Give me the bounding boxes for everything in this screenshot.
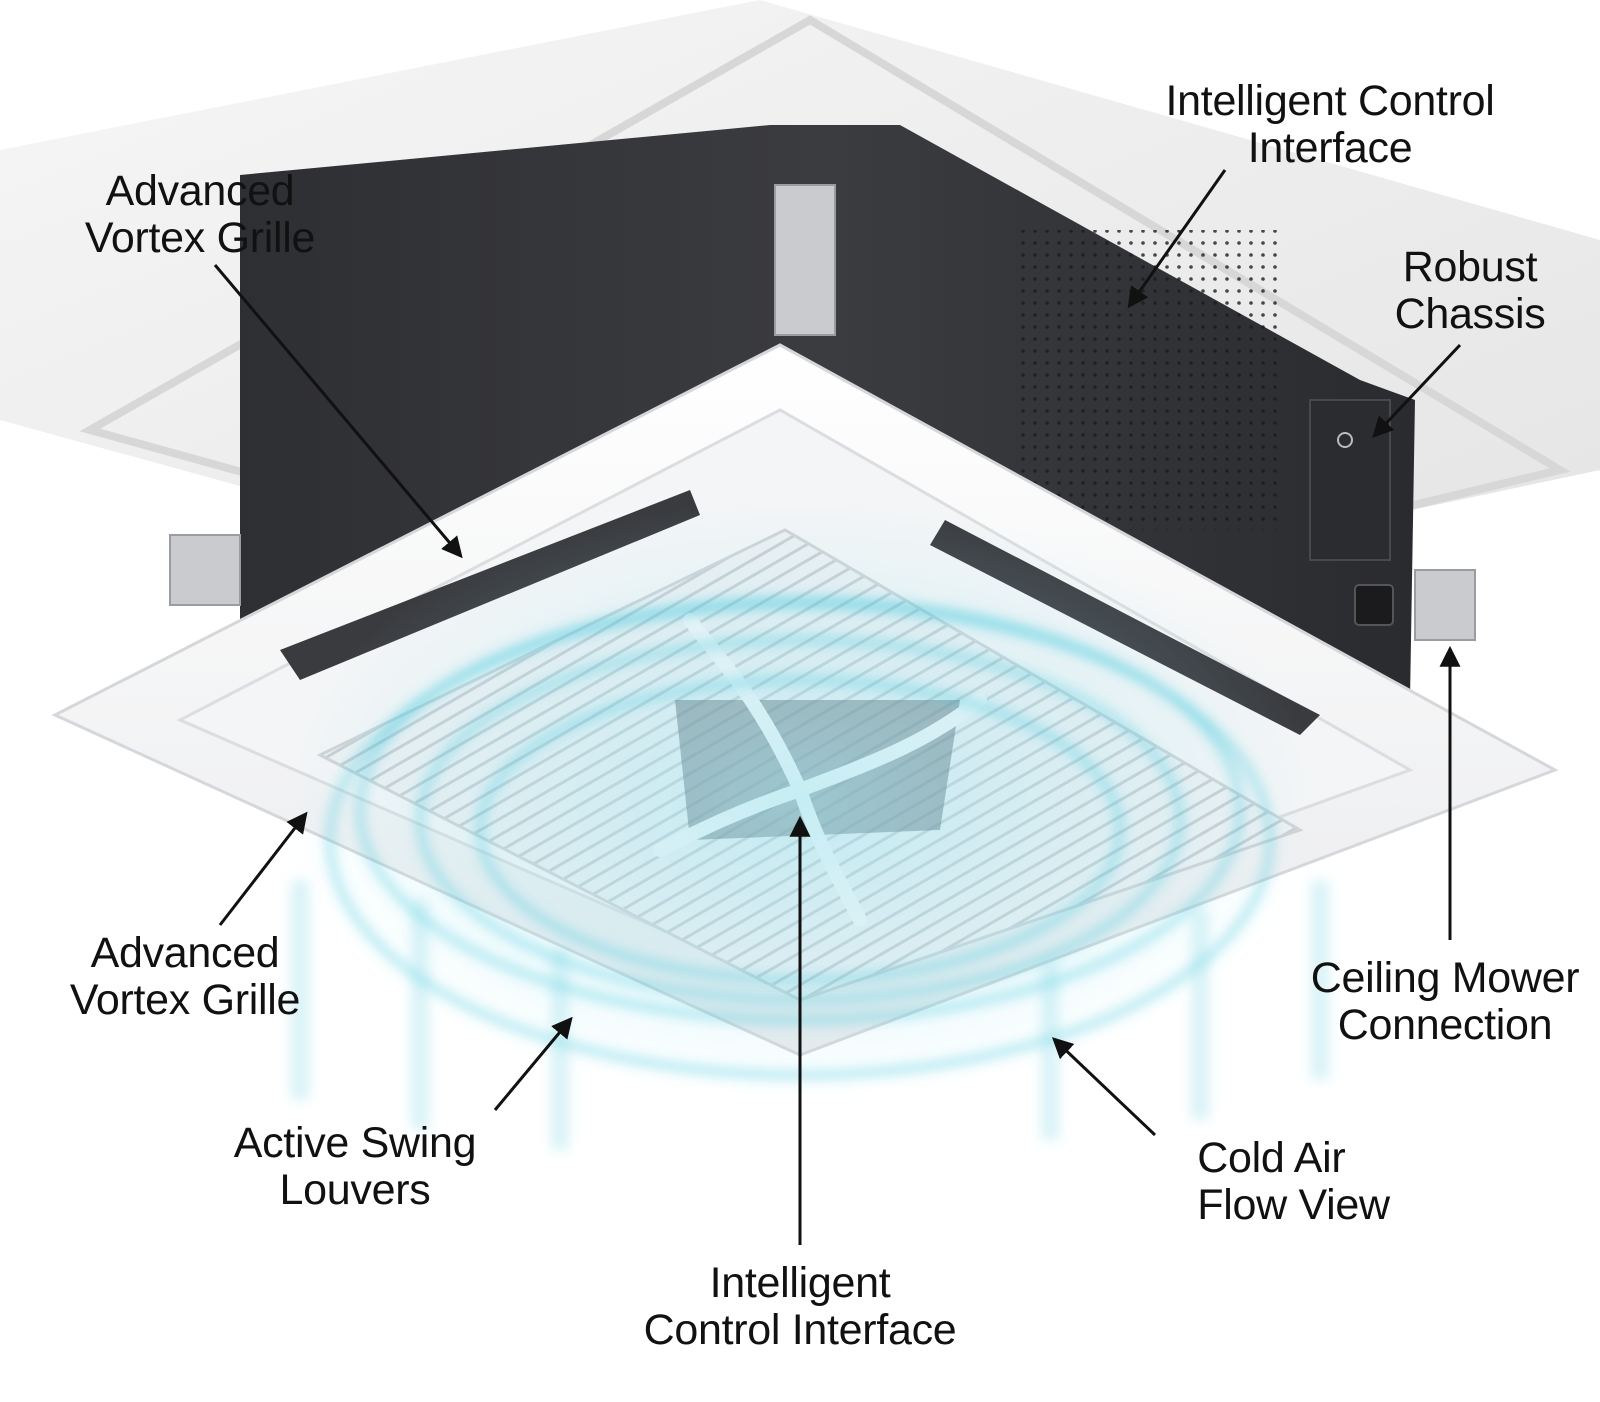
label-vortex-grille-top: Advanced Vortex Grille: [84, 167, 316, 262]
label-line: Chassis: [1394, 290, 1546, 338]
control-panel-box: [1309, 399, 1391, 561]
label-line: Control Interface: [643, 1306, 957, 1354]
airflow-streams: [291, 880, 1329, 1150]
label-vortex-grille-bottom: Advanced Vortex Grille: [69, 929, 301, 1024]
label-control-interface-top: Intelligent Control Interface: [1166, 78, 1495, 172]
label-line: Cold Air: [1197, 1134, 1346, 1182]
label-line: Advanced: [105, 167, 295, 215]
label-robust-chassis: Robust Chassis: [1395, 244, 1546, 338]
vent-perforations: [1020, 230, 1280, 530]
hanging-bracket: [774, 184, 836, 336]
label-line: Connection: [1337, 1001, 1553, 1049]
label-line: Interface: [1247, 124, 1413, 172]
arrow-cold-air-flow: [1051, 1037, 1157, 1137]
label-line: Flow View: [1197, 1181, 1390, 1229]
left-bracket: [169, 534, 241, 606]
label-line: Ceiling Mower: [1310, 954, 1580, 1002]
arrow-robust-chassis: [1372, 343, 1462, 439]
label-line: Vortex Grille: [69, 976, 301, 1024]
leader-lines: [213, 169, 1462, 1245]
label-cold-air-flow-view: Cold Air Flow View: [1197, 1134, 1390, 1229]
arrow-control-interface-top: [1127, 169, 1227, 309]
label-line: Louvers: [279, 1166, 431, 1214]
label-line: Intelligent Control: [1165, 77, 1495, 125]
power-icon: [1337, 432, 1353, 448]
label-line: Robust: [1402, 243, 1538, 291]
arrow-vortex-grille-top: [213, 264, 463, 559]
label-active-swing-louvers: Active Swing Louvers: [234, 1120, 477, 1214]
label-line: Active Swing: [233, 1119, 477, 1167]
label-line: Vortex Grille: [84, 214, 316, 262]
power-socket: [1354, 584, 1394, 626]
label-control-interface-bottom: Intelligent Control Interface: [644, 1260, 957, 1354]
label-ceiling-mower-connection: Ceiling Mower Connection: [1311, 955, 1580, 1049]
label-line: Intelligent: [709, 1259, 891, 1307]
arrow-vortex-grille-bottom: [218, 811, 308, 926]
right-bracket: [1414, 569, 1476, 641]
label-line: Advanced: [90, 929, 280, 977]
arrow-active-swing: [493, 1016, 573, 1111]
